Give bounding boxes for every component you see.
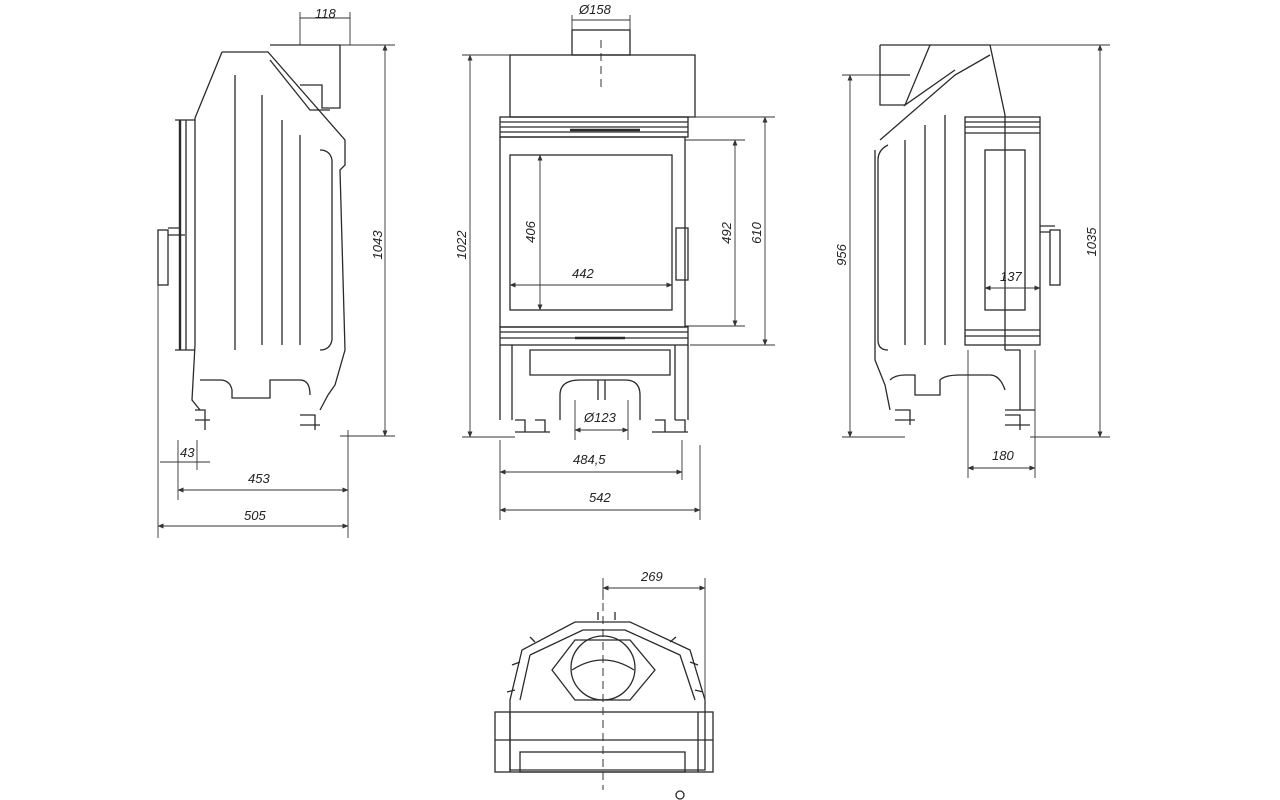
dim-side-base-depth: 43 xyxy=(180,445,195,460)
dim-side-glass-width: 137 xyxy=(1000,269,1022,284)
top-view: 269 xyxy=(494,569,714,800)
dim-side-height: 1043 xyxy=(370,230,385,260)
dim-glass-width: 442 xyxy=(572,266,594,281)
dim-front-height: 1022 xyxy=(454,230,469,260)
dim-right-height-956: 956 xyxy=(834,243,849,265)
dim-top-flue-offset: 269 xyxy=(640,569,663,584)
dim-right-height-1035: 1035 xyxy=(1084,227,1099,257)
dim-glass-height: 406 xyxy=(523,220,538,242)
left-side-view: 118 1043 43 453 505 xyxy=(157,6,395,538)
dim-door-height-492: 492 xyxy=(719,221,734,243)
dim-leg-span: 484,5 xyxy=(573,452,606,467)
right-side-view: 956 1035 137 180 xyxy=(834,44,1110,478)
front-view: Ø158 1022 406 442 492 610 Ø123 484,5 542 xyxy=(454,2,775,520)
dim-right-depth: 180 xyxy=(992,448,1014,463)
dim-door-height-610: 610 xyxy=(749,221,764,243)
dim-side-depth-453: 453 xyxy=(248,471,270,486)
dim-side-depth-505: 505 xyxy=(244,508,266,523)
dim-front-flue-diameter: Ø158 xyxy=(578,2,612,17)
dim-side-flue-offset: 118 xyxy=(315,6,336,21)
dim-front-width: 542 xyxy=(589,490,611,505)
dim-air-inlet-diameter: Ø123 xyxy=(583,410,617,425)
